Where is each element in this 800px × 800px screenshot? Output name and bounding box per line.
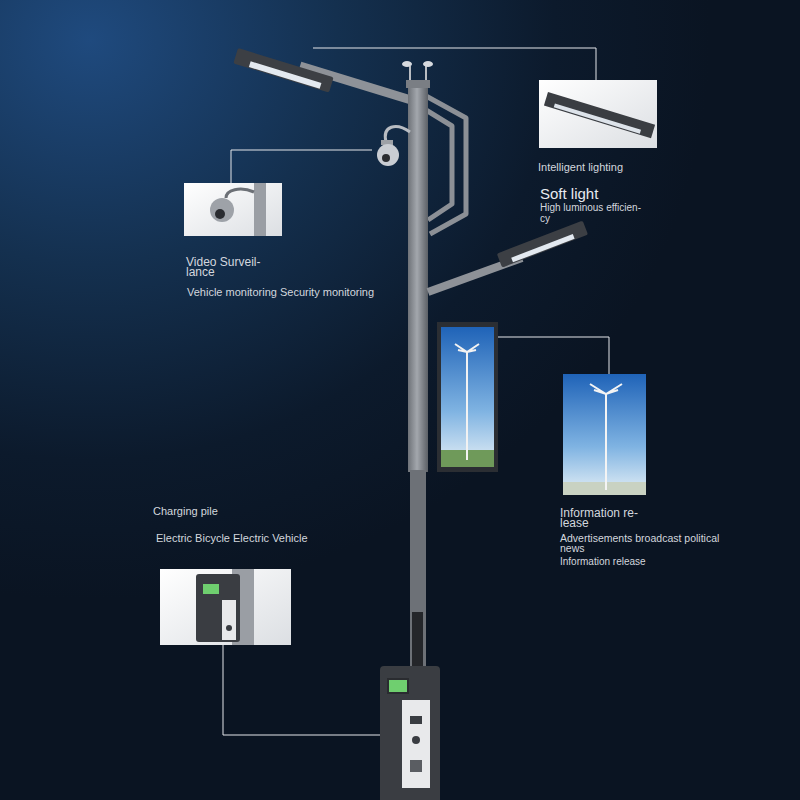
screen-frame [437,322,498,472]
leader-line [231,150,372,183]
pole-cap [406,80,430,88]
camera-lens [215,209,225,219]
charger-display [389,680,407,692]
feature-note: High luminous efficien- cy [540,203,648,224]
camera [377,127,410,166]
bracket-frame [426,110,452,220]
charger-body [380,666,440,800]
feature-title: Charging pile [153,506,218,518]
camera-bracket [385,127,410,142]
charger-socket [226,625,232,631]
info-screen [437,322,498,472]
mast-crown [455,344,479,352]
charger-panel [387,678,409,694]
led-strip [249,61,322,88]
charger-plate [222,600,236,640]
pole [408,84,428,472]
feature-note: Information release [560,557,646,568]
led-strip [554,104,641,134]
pole-bracket [426,96,466,234]
feature-note: Electric Bicycle Electric Vehicle [156,533,308,545]
charger-icon [410,716,422,724]
sensor [423,61,433,67]
charging-pile [380,666,440,800]
mast [466,352,468,460]
lamp-head [233,48,333,93]
charger-socket [412,736,420,744]
inset-photo [563,374,646,495]
inset-photo [184,183,282,236]
feature-title: Information re- lease [560,508,652,528]
mast-crown [590,384,622,394]
leader-line [223,645,380,735]
sensor [402,61,412,67]
feature-note: Advertisements broadcast political news [560,534,730,554]
camera-lens [382,154,390,162]
pole-detail [254,183,266,236]
charger-plate [402,700,430,788]
feature-title: Intelligent lighting [538,162,623,174]
led-strip [511,234,574,262]
inset-information [563,374,646,495]
mast [605,394,607,490]
bracket-frame [426,96,466,234]
inset-charging [160,569,291,645]
leader-line [313,48,596,80]
lamp-head [497,221,588,268]
feature-title: Video Surveil- lance [186,257,274,277]
lamp-detail [544,92,655,138]
inset-ground [563,482,646,495]
camera-dome [210,198,234,222]
charger-body [196,574,240,642]
inset-photo [160,569,291,645]
lamp-housing [544,92,655,138]
feature-note: Vehicle monitoring Security monitoring [187,287,374,299]
pole-strip [412,612,423,668]
inset-photo [539,80,657,148]
inset-lighting [539,80,657,148]
inset-camera [184,183,282,236]
lamp-housing [497,221,588,268]
charger-display [203,584,219,594]
feature-heading: Soft light [540,186,598,202]
camera-bracket [226,189,254,198]
leader-line [497,337,609,374]
camera-dome [377,144,399,166]
pole [410,470,426,670]
charger-icon [410,760,422,772]
screen-image [441,327,494,467]
lamp-housing [233,48,333,93]
